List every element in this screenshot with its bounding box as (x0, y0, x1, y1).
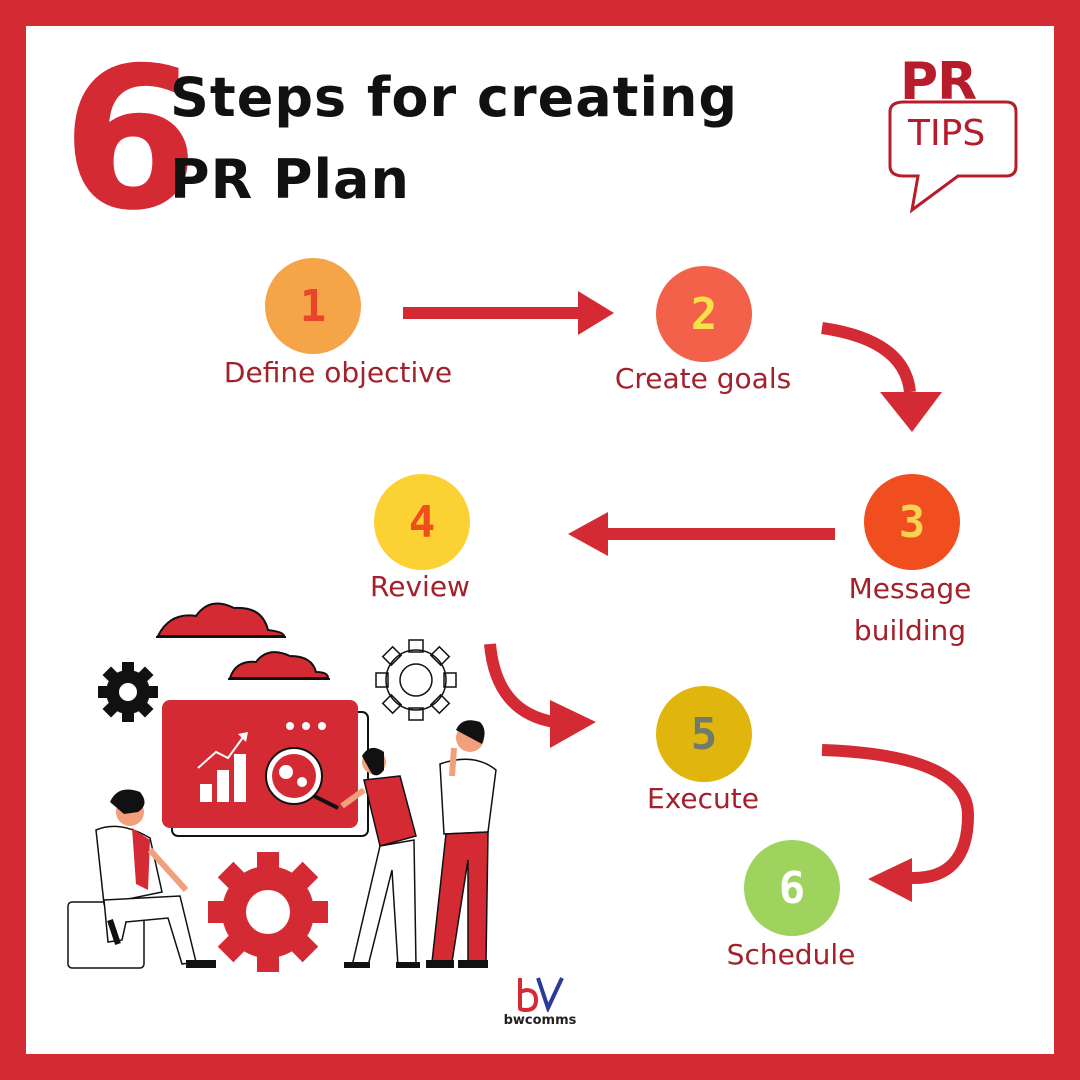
person-pointing-icon (340, 747, 420, 968)
gear-icon (208, 852, 328, 972)
step-2-number: 2 (690, 288, 718, 340)
step-1-circle: 1 (265, 258, 361, 354)
title-line-1: Steps for creating (170, 66, 739, 129)
step-5-label: Execute (647, 782, 759, 815)
title-number: 6 (62, 26, 198, 254)
cloud-icon (156, 602, 286, 638)
arrow-4-to-5-head (550, 700, 596, 748)
dashboard-screen-icon (162, 700, 369, 837)
step-5-circle: 5 (656, 686, 752, 782)
brand-logo-icon (518, 977, 564, 1012)
arrow-1-to-2-head (578, 291, 614, 335)
arrow-5-to-6 (821, 744, 975, 885)
step-2-circle: 2 (656, 266, 752, 362)
step-3-label: Message building (848, 572, 972, 647)
badge-pr-text: PR (900, 52, 977, 112)
step-6-circle: 6 (744, 840, 840, 936)
title-line-2: PR Plan (170, 148, 410, 211)
arrow-5-to-6-head (868, 858, 912, 902)
step-4-number: 4 (408, 496, 436, 548)
arrow-2-to-3-head (880, 392, 942, 432)
brand-name: bwcomms (503, 1013, 577, 1028)
gear-icon (98, 662, 158, 722)
step-3-circle: 3 (864, 474, 960, 570)
person-thinking-icon (426, 720, 497, 968)
arrow-4-to-5 (484, 643, 556, 728)
arrow-3-to-4-head (568, 512, 608, 556)
step-2-label: Create goals (614, 362, 792, 395)
badge-tips-text: TIPS (908, 113, 986, 154)
person-seated-icon (67, 789, 216, 969)
step-1-label: Define objective (223, 356, 453, 389)
step-5-number: 5 (690, 708, 718, 760)
gear-outline-icon (375, 639, 457, 721)
step-6-number: 6 (778, 862, 806, 914)
step-1-number: 1 (299, 280, 327, 332)
step-6-label: Schedule (726, 938, 856, 971)
step-4-circle: 4 (374, 474, 470, 570)
step-3-number: 3 (898, 496, 926, 548)
step-4-label: Review (370, 570, 470, 603)
arrow-2-to-3 (821, 322, 916, 393)
cloud-icon (228, 651, 330, 680)
